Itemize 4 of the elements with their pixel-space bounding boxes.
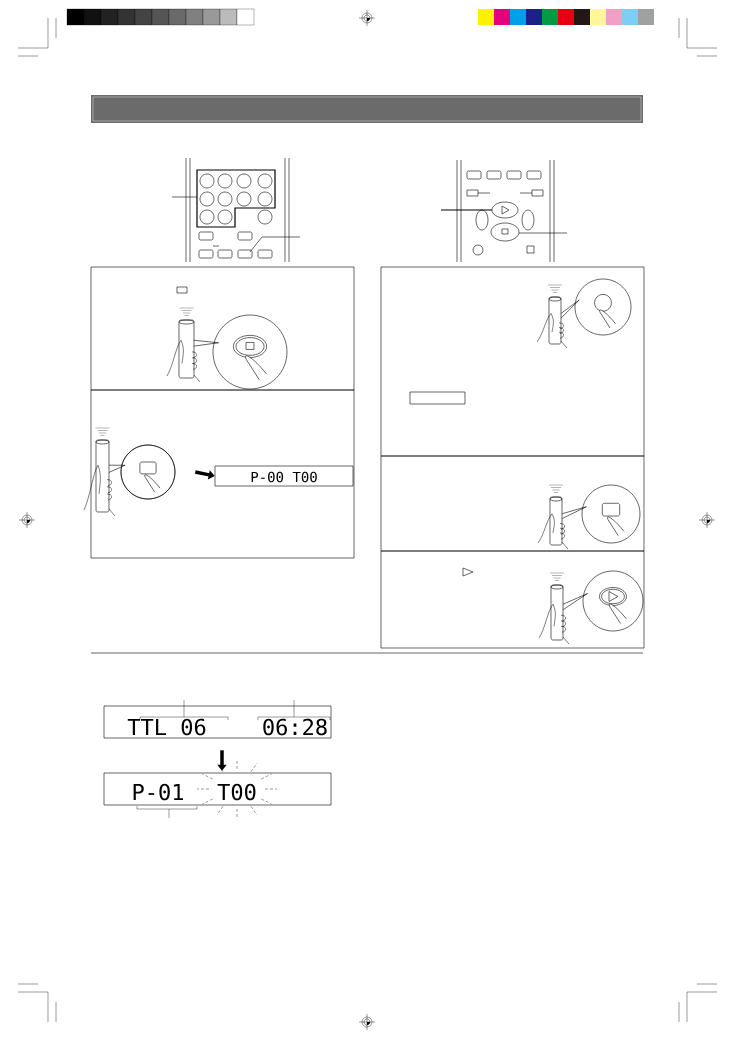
- display-panel: P-01 T00: [103, 772, 332, 806]
- display-panel: TTL 06 06:28: [103, 705, 332, 739]
- display-panel: P-00 T00: [214, 465, 354, 487]
- magnified-button-drawing: [83, 427, 176, 517]
